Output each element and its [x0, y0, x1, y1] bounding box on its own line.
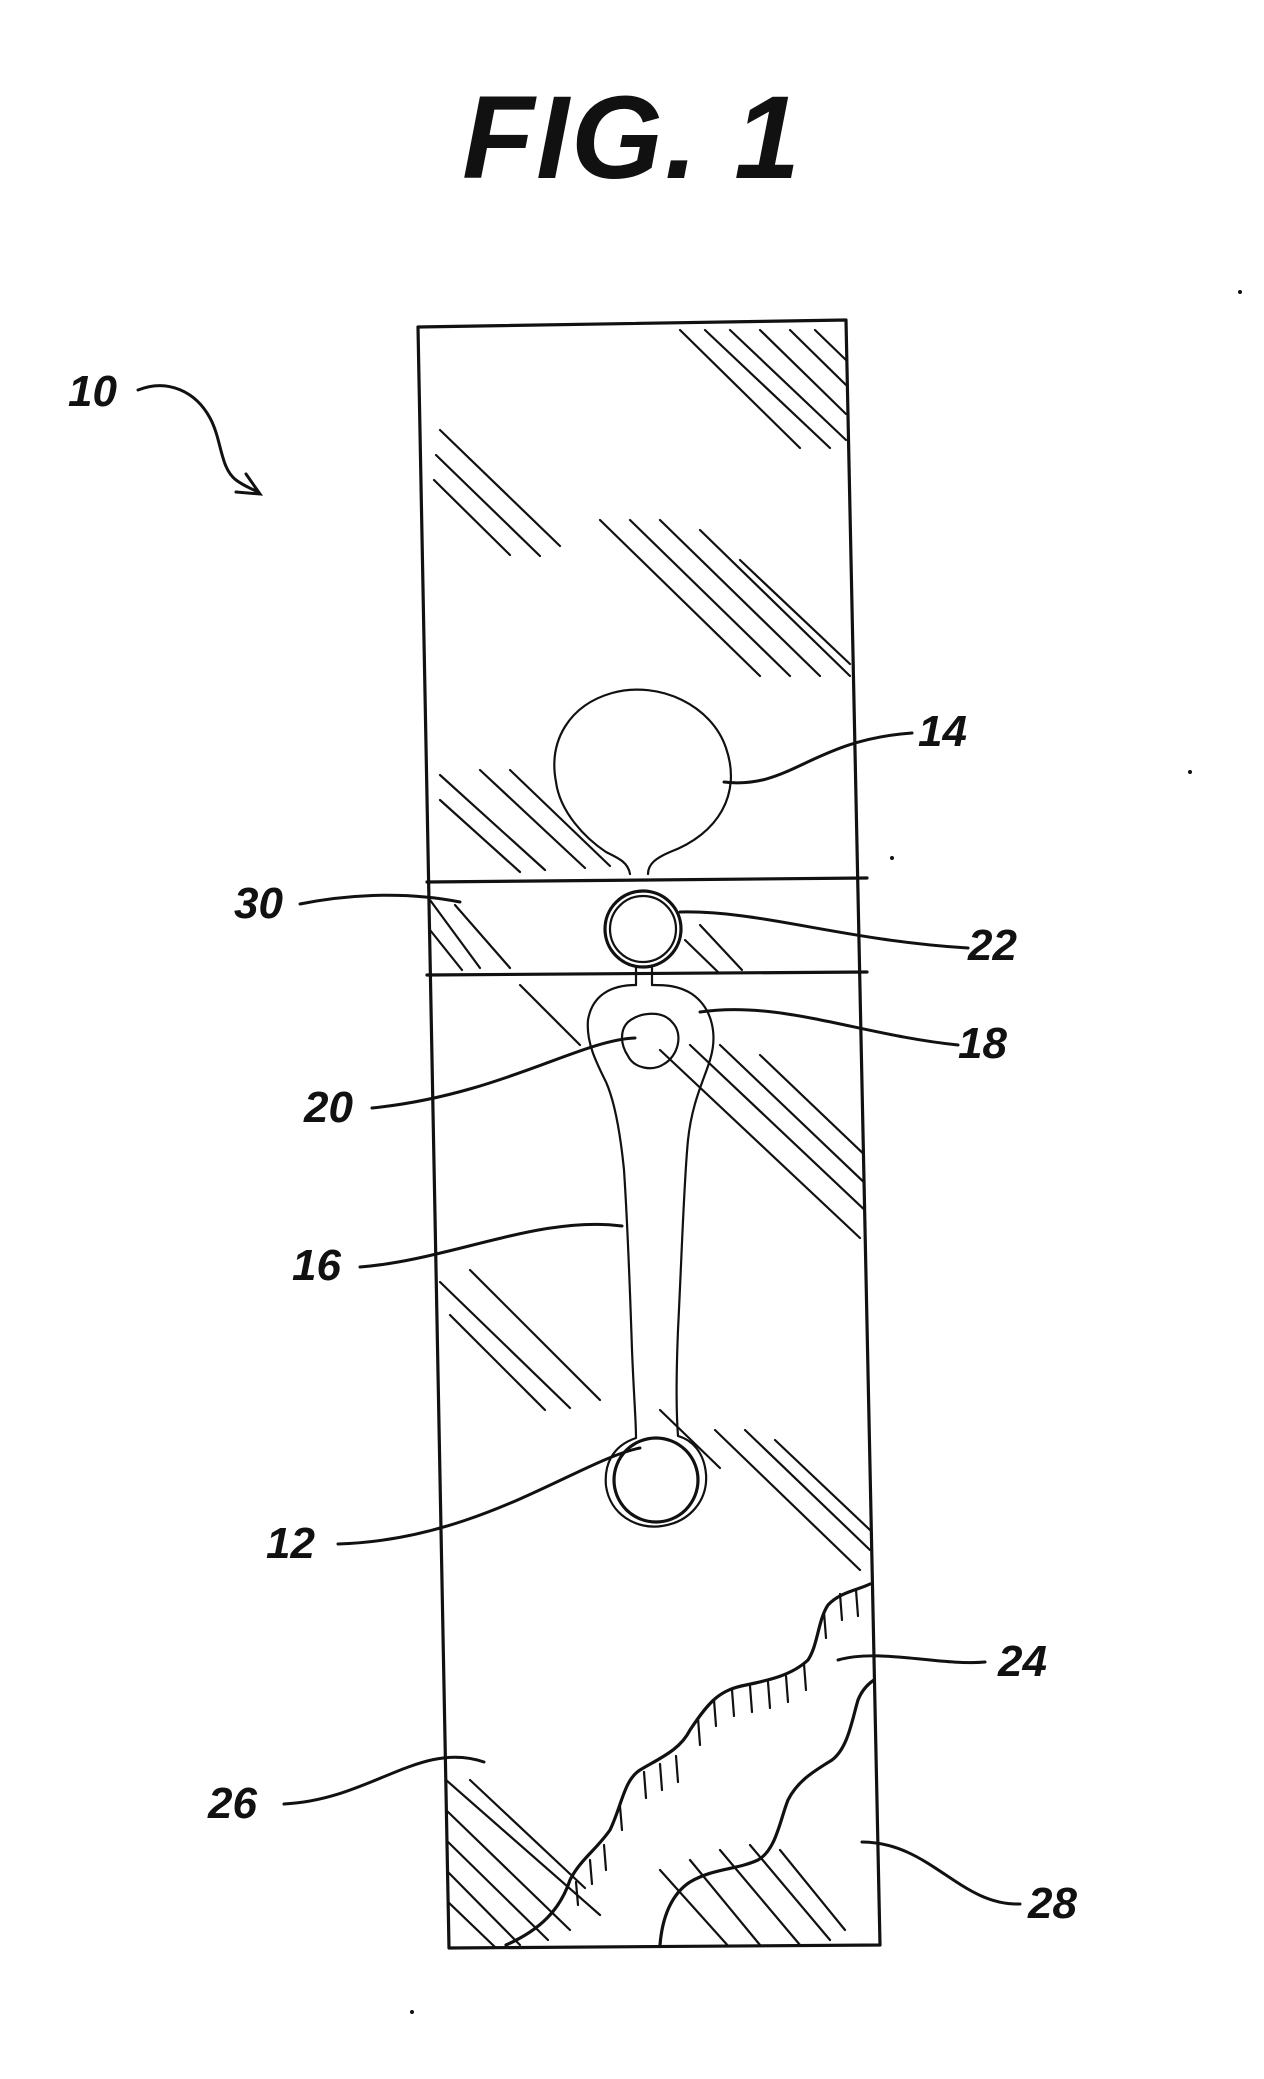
label-22: 22 [967, 921, 1017, 970]
label-12: 12 [266, 1519, 315, 1568]
label-28: 28 [1027, 1879, 1077, 1928]
band-top-line [427, 878, 867, 882]
leader-26 [284, 1757, 484, 1804]
valve-22 [605, 891, 681, 967]
test-strip-outline [418, 320, 880, 1948]
leader-16 [360, 1224, 622, 1267]
leader-18 [700, 1010, 958, 1045]
channel-16-and-region-18 [588, 985, 714, 1527]
speck [1238, 290, 1242, 294]
layer-24-edge [506, 1584, 870, 1945]
speck [890, 856, 894, 860]
label-14: 14 [918, 707, 967, 756]
leader-20 [372, 1038, 635, 1108]
label-24: 24 [997, 1637, 1047, 1686]
leader-12 [338, 1448, 640, 1544]
speck [1188, 770, 1192, 774]
leader-14 [724, 733, 912, 783]
label-30: 30 [234, 879, 283, 928]
leader-24 [838, 1656, 985, 1663]
strip-hatching [430, 330, 870, 1948]
label-16: 16 [292, 1241, 341, 1290]
object-20 [622, 1014, 678, 1068]
leader-22 [680, 912, 968, 948]
label-10: 10 [68, 367, 117, 416]
valve-22-inner [610, 896, 676, 962]
leader-28 [862, 1842, 1020, 1904]
band-bottom-line [427, 972, 867, 975]
label-26: 26 [207, 1779, 257, 1828]
speck [410, 2010, 414, 2014]
leader-10 [138, 386, 258, 492]
well-14 [554, 690, 731, 874]
leader-30 [300, 895, 460, 904]
label-18: 18 [958, 1019, 1007, 1068]
label-20: 20 [303, 1083, 353, 1132]
